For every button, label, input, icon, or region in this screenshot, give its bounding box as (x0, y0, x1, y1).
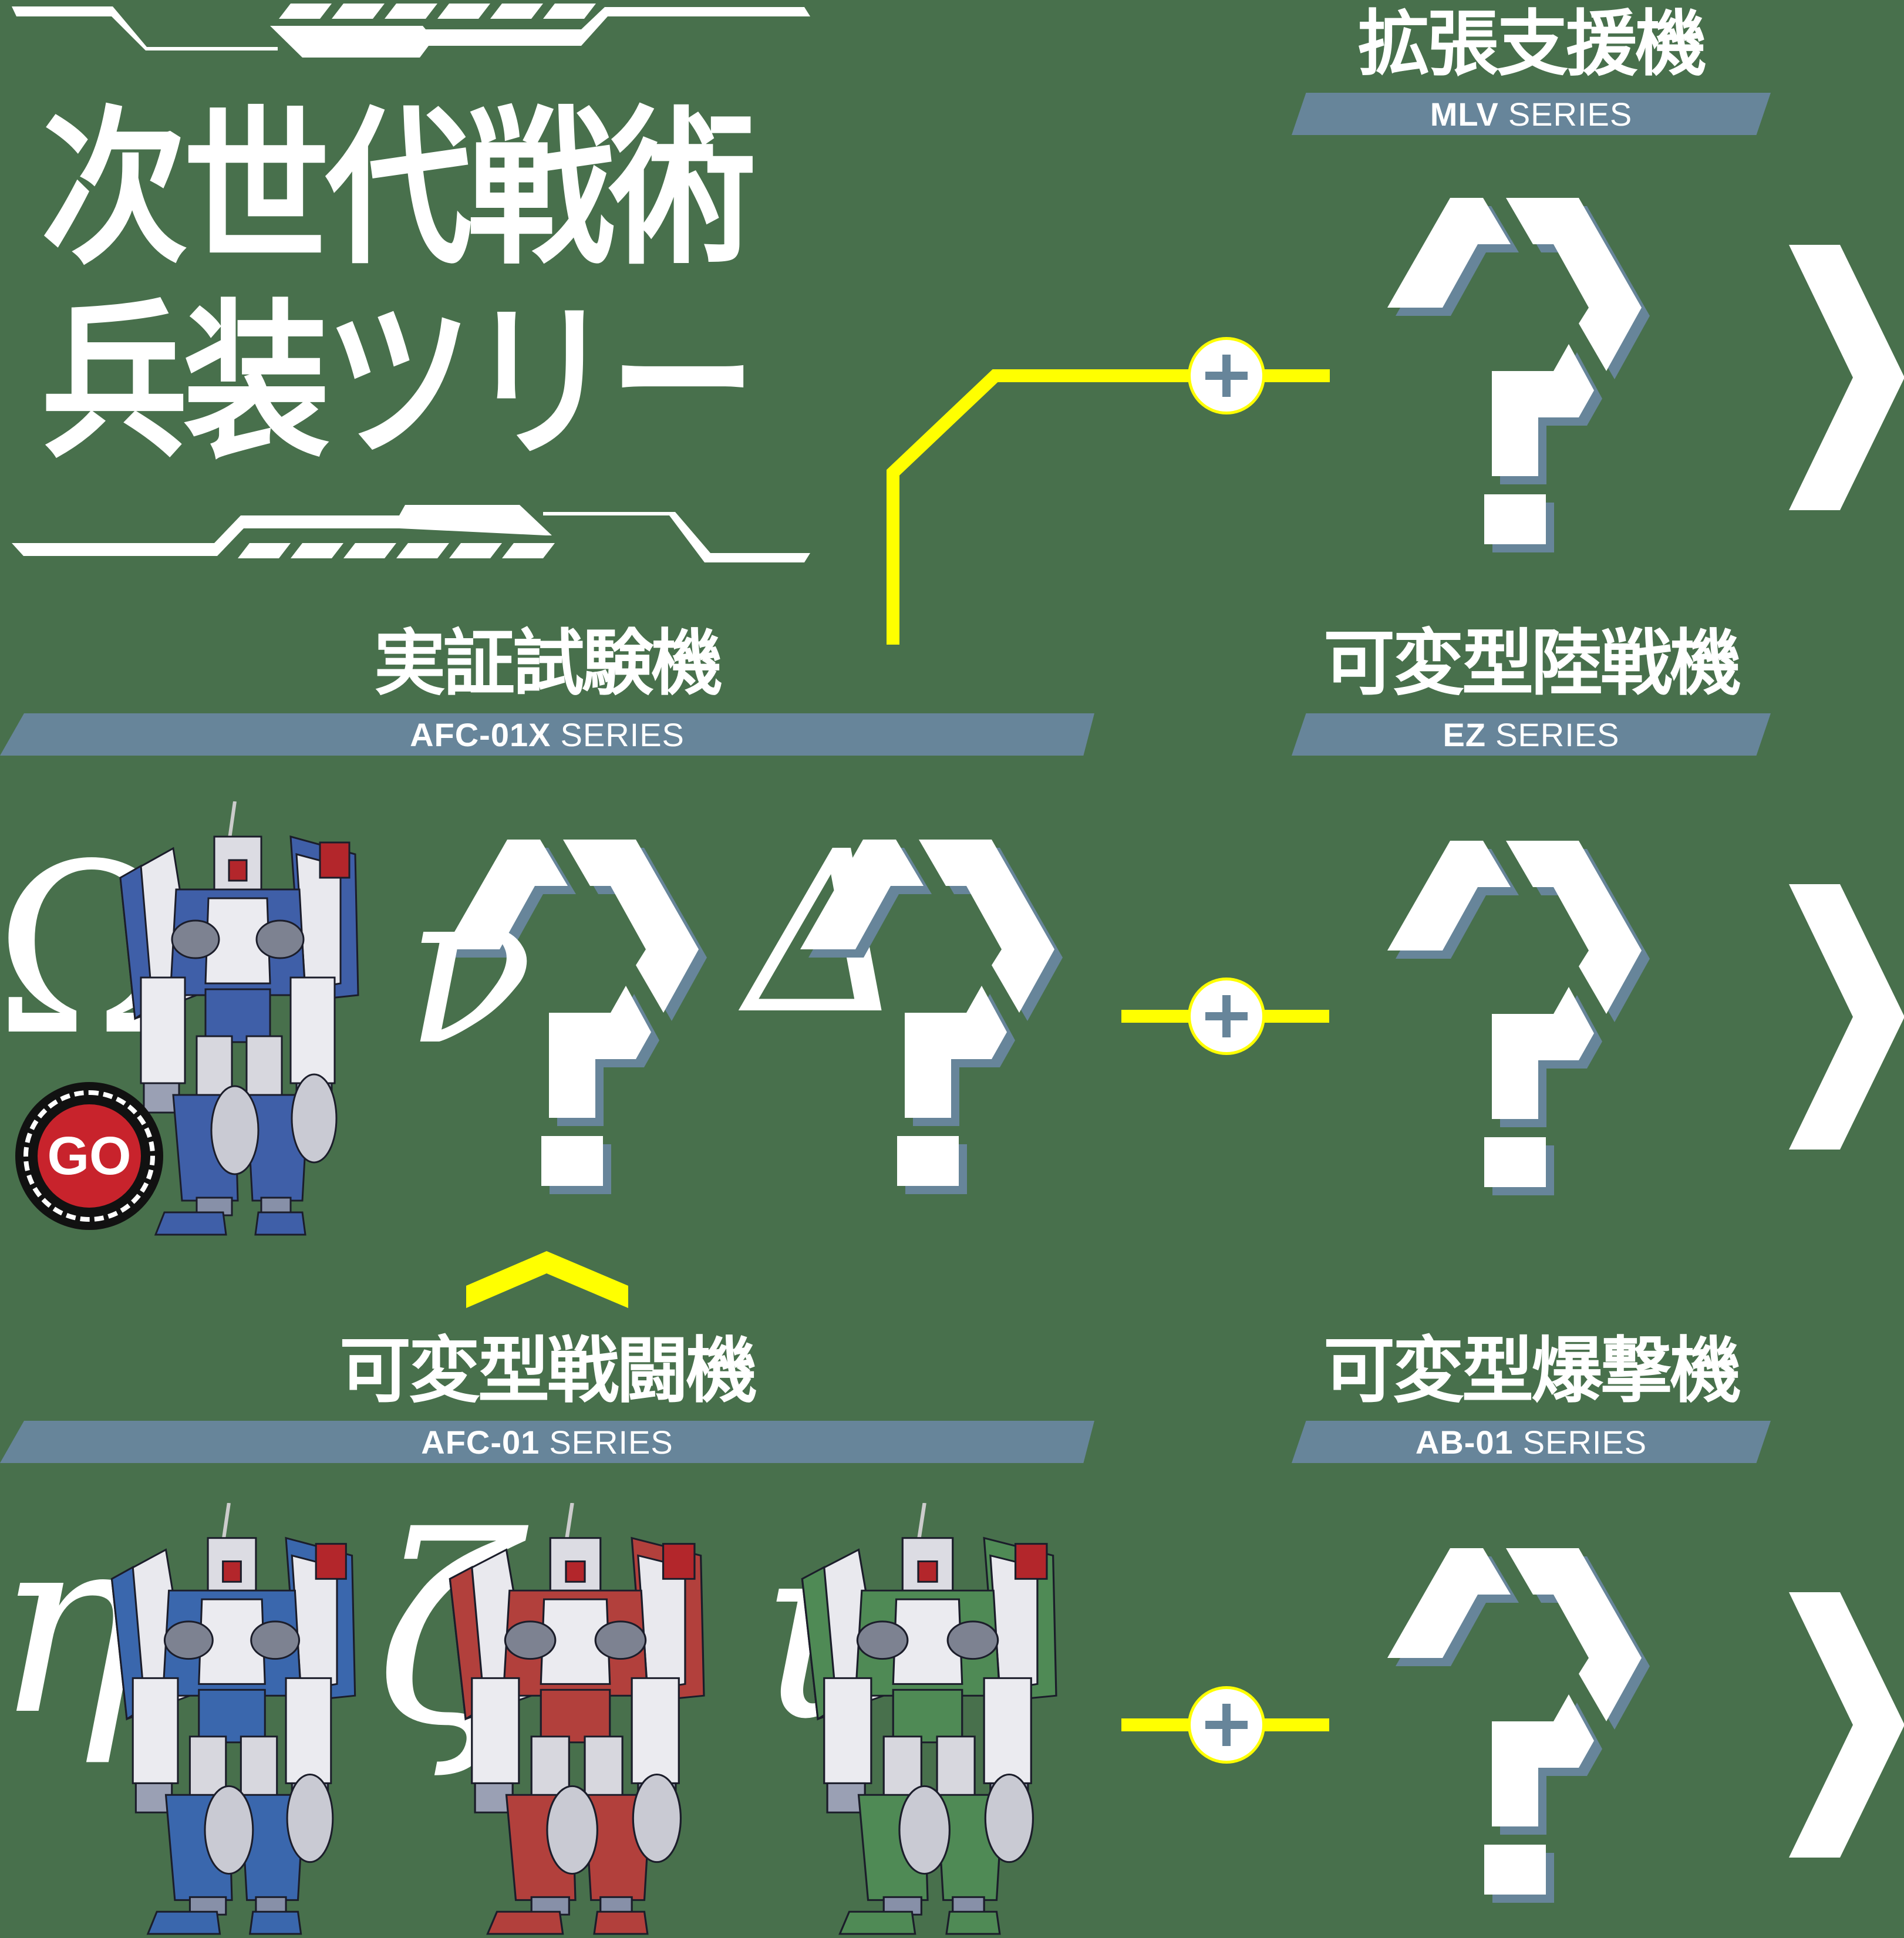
series-code: AFC-01 (421, 1423, 540, 1461)
go-label: GO (38, 1104, 141, 1208)
page-title-line-2: 兵装ツリー (41, 284, 756, 481)
badge-ring (23, 1090, 155, 1222)
title-frame-bottom (12, 505, 810, 562)
upgrade-caret-icon (466, 1251, 628, 1308)
unknown-unit-icon (444, 840, 720, 1204)
series-word: SERIES (1495, 716, 1620, 753)
unknown-unit-icon (1387, 1548, 1663, 1912)
series-word: SERIES (549, 1423, 673, 1461)
add-unit-button-ez[interactable] (1188, 978, 1265, 1055)
series-code: AB-01 (1415, 1423, 1514, 1461)
series-bar-ez: EZ SERIES (1292, 713, 1771, 756)
unknown-unit-icon (800, 840, 1076, 1204)
series-code: AFC-01X (410, 716, 551, 753)
section-heading-ab01: 可変型爆撃機 (1323, 1329, 1741, 1413)
unit-letter-nu: ν (405, 845, 534, 1091)
robot-afc01-eta[interactable] (100, 1502, 364, 1935)
section-heading-ez: 可変型陸戦機 (1323, 622, 1741, 705)
next-arrow-button-ez[interactable] (1789, 884, 1904, 1150)
robot-afc01-zeta[interactable] (437, 1502, 713, 1935)
series-bar-afc01x: AFC-01X SERIES (0, 713, 1094, 756)
robot-afc01-iota[interactable] (790, 1502, 1066, 1935)
connector-line-mlv (887, 369, 1330, 645)
section-heading-afc01x: 実証試験機 (374, 622, 723, 705)
section-heading-afc01: 可変型戦闘機 (339, 1329, 757, 1413)
title-frame-top (12, 4, 810, 58)
next-arrow-button-mlv[interactable] (1789, 245, 1904, 510)
series-code: EZ (1443, 716, 1487, 753)
series-code: MLV (1430, 95, 1499, 133)
add-unit-button-mlv[interactable] (1188, 337, 1265, 414)
section-heading-mlv: 拡張支援機 (1358, 2, 1707, 86)
go-badge-button[interactable]: GO (15, 1082, 163, 1230)
page-title-line-1: 次世代戦術 (41, 90, 756, 288)
unknown-unit-icon (1387, 841, 1663, 1205)
series-word: SERIES (1508, 95, 1633, 133)
next-arrow-button-ab01[interactable] (1789, 1592, 1904, 1858)
unknown-unit-icon (1387, 198, 1663, 562)
series-word: SERIES (1522, 1423, 1647, 1461)
add-unit-button-ab01[interactable] (1188, 1686, 1265, 1764)
series-word: SERIES (560, 716, 685, 753)
series-bar-ab01: AB-01 SERIES (1292, 1421, 1771, 1463)
series-bar-mlv: MLV SERIES (1292, 93, 1771, 135)
robot-afc01x-omega[interactable] (109, 801, 367, 1236)
series-bar-afc01: AFC-01 SERIES (0, 1421, 1094, 1463)
